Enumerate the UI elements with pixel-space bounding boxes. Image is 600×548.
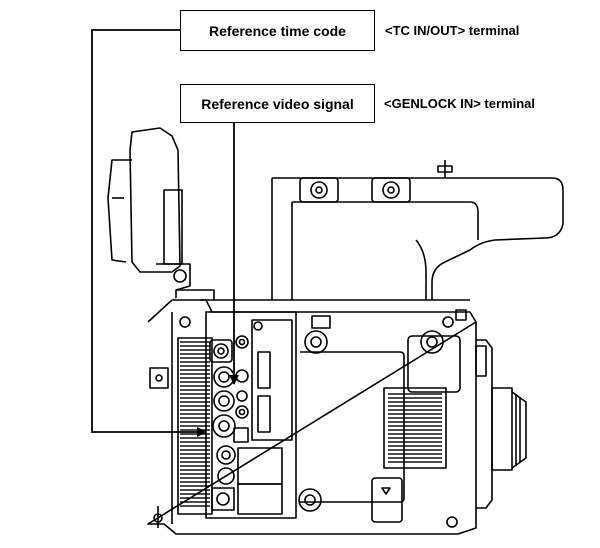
reference-video-signal-label: Reference video signal [180,84,375,123]
connector-panel [205,311,297,519]
reference-time-code-label: Reference time code [180,10,375,51]
side-panel [298,309,467,523]
genlock-terminal-label: <GENLOCK IN> terminal [384,96,535,111]
camera-body [147,299,477,535]
lens-mount [475,339,527,509]
tc-callout-line [91,29,207,437]
side-monitor [107,127,215,300]
tc-terminal-label: <TC IN/OUT> terminal [385,23,520,38]
top-handle [271,160,564,300]
callout-lines [91,29,239,437]
